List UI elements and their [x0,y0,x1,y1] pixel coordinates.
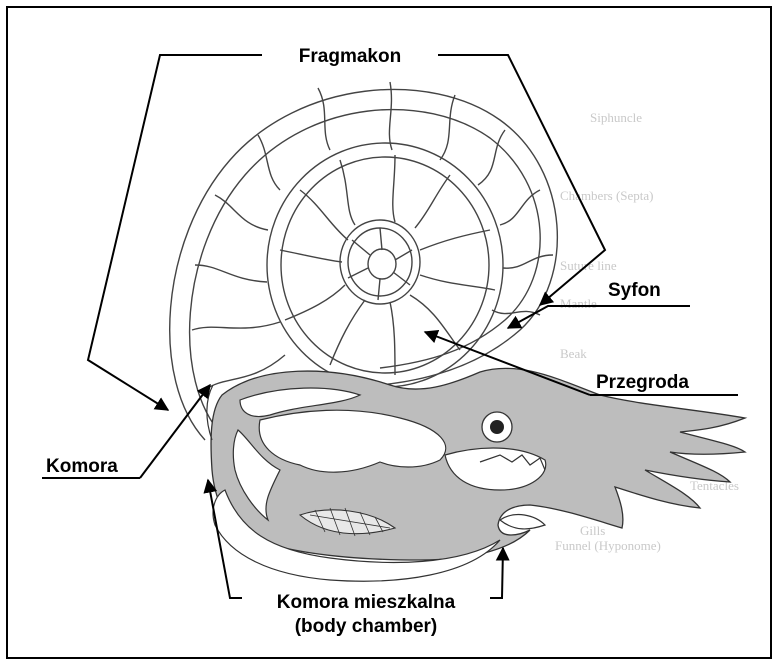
faint-siphuncle: Siphuncle [590,110,642,125]
septum [415,175,450,228]
septum [352,240,370,255]
fragmakon-leader-left [88,55,262,410]
septum [348,268,368,278]
septum [192,322,280,330]
septum [378,279,380,300]
komora-mieszkalna-leader-right [490,548,503,598]
faint-chambers: Chambers (Septa) [560,188,654,203]
faint-gills: Gills [580,523,605,538]
septum [215,195,268,230]
septum [420,275,495,290]
label-komora: Komora [46,456,118,477]
septum [258,135,280,190]
septum [500,190,540,225]
faint-beak: Beak [560,346,587,361]
funnel [500,515,545,529]
label-syfon: Syfon [608,280,661,301]
septum [380,228,382,250]
label-body-chamber: (body chamber) [295,616,438,637]
label-fragmakon: Fragmakon [299,46,401,67]
septum [389,82,392,150]
whorl-core [368,249,396,279]
whorl-2-inner [281,157,489,373]
septum [393,155,395,222]
septum [478,130,505,185]
faint-suture: Suture line [560,258,617,273]
septum [420,230,490,250]
septum [390,302,395,375]
septum [285,285,345,320]
faint-mantle: Mantle [560,296,597,311]
faint-funnel: Funnel (Hyponome) [555,538,661,553]
eye-pupil [490,420,504,434]
septum [395,250,412,260]
septum [300,190,348,240]
septum [280,250,342,262]
septum [318,88,330,150]
label-komora-mieszkalna: Komora mieszkalna [277,592,456,613]
septum [503,255,553,268]
body [207,368,745,581]
septum [330,300,365,365]
septum [440,95,455,160]
septum [195,265,267,282]
septum [340,160,355,225]
whorl-2-outer [267,143,503,387]
label-przegroda: Przegroda [596,372,689,393]
